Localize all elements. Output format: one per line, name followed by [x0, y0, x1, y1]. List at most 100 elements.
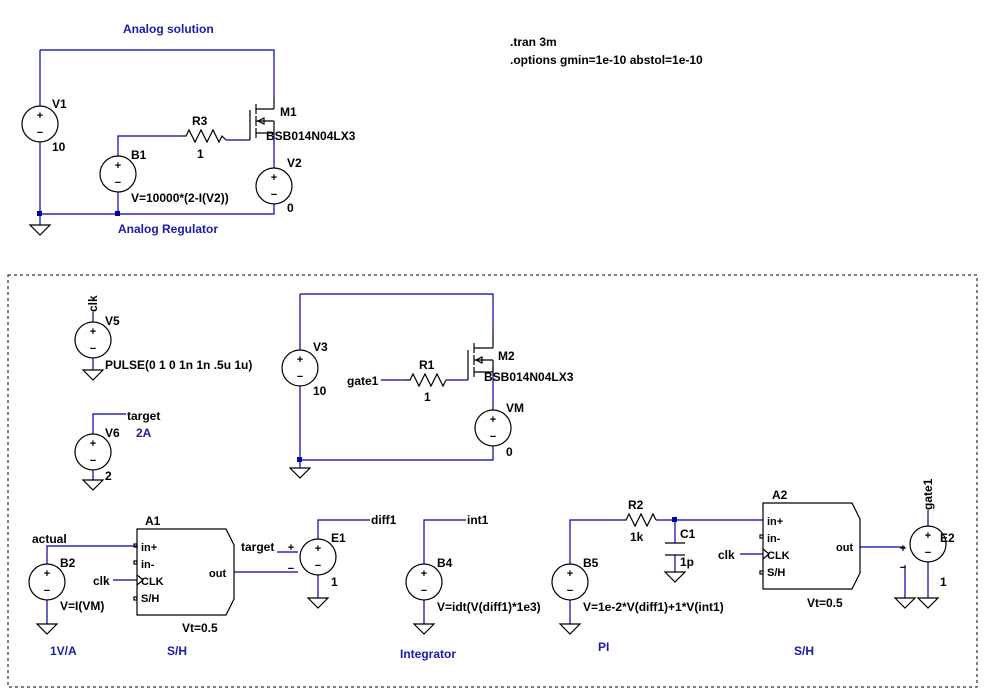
analog-title: Analog solution — [123, 22, 214, 36]
options-directive[interactable]: .options gmin=1e-10 abstol=1e-10 — [510, 53, 703, 67]
r1-value: 1 — [424, 390, 431, 404]
ground-symbol — [916, 597, 940, 609]
b1-behavioral-source[interactable]: + − — [99, 155, 137, 193]
diff1-net-label: diff1 — [371, 513, 397, 527]
v6-voltage-source[interactable]: + − — [74, 433, 112, 471]
v5-value: PULSE(0 1 0 1n 1n .5u 1u) — [105, 358, 252, 372]
e1-input-plus: + — [288, 542, 294, 554]
a2-pin-sh: S/H — [767, 567, 785, 579]
r2-resistor[interactable] — [622, 512, 657, 528]
minus-sign: − — [90, 343, 96, 355]
ground-symbol — [893, 597, 917, 609]
b4-name: B4 — [437, 556, 453, 570]
wire — [423, 519, 466, 564]
v3-name: V3 — [313, 340, 328, 354]
v3-value: 10 — [313, 384, 327, 398]
v5-voltage-source[interactable]: + − — [74, 321, 112, 359]
e1-vcvs[interactable]: + − — [299, 538, 337, 576]
e2-value: 1 — [940, 575, 947, 589]
plus-sign: + — [315, 543, 321, 555]
vm-name: VM — [506, 401, 524, 415]
int1-net-label: int1 — [467, 513, 489, 527]
wire — [317, 519, 370, 539]
minus-sign: − — [567, 585, 573, 597]
plus-sign: + — [90, 326, 96, 338]
b5-name: B5 — [583, 556, 599, 570]
v6-value: 2 — [105, 469, 112, 483]
vm-voltage-source[interactable]: + − — [474, 409, 512, 447]
plus-sign: + — [271, 172, 277, 184]
c1-name: C1 — [680, 527, 696, 541]
ground-symbol — [35, 623, 59, 635]
r2-name: R2 — [628, 498, 644, 512]
b1-expression: V=10000*(2-I(V2)) — [131, 191, 229, 205]
b5-expression: V=1e-2*V(diff1)+1*V(int1) — [583, 600, 724, 614]
m1-mosfet[interactable] — [249, 98, 275, 140]
tran-directive[interactable]: .tran 3m — [510, 35, 557, 49]
a1-vt: Vt=0.5 — [182, 621, 218, 635]
digital-section: + − clk V5 PULSE(0 1 0 1n 1n .5u 1u) + −… — [28, 293, 955, 661]
v5-name: V5 — [105, 314, 120, 328]
b2-expression: V=I(VM) — [60, 599, 104, 613]
wire — [92, 413, 126, 434]
a2-sample-hold[interactable] — [759, 502, 861, 590]
v1-value: 10 — [52, 140, 66, 154]
e2-vcvs[interactable]: + − — [909, 525, 947, 563]
plus-sign: + — [925, 530, 931, 542]
a2-pin-inm: in- — [767, 533, 781, 545]
plus-sign: + — [421, 568, 427, 580]
e2-input-minus: − — [900, 562, 906, 574]
v2-value: 0 — [287, 201, 294, 215]
gate1-out-net-label: gate1 — [921, 478, 935, 510]
ground-symbol — [558, 623, 582, 635]
e2-input-plus: + — [900, 543, 906, 555]
e1-target-net-label: target — [241, 540, 274, 554]
wire — [46, 545, 137, 564]
minus-sign: − — [115, 177, 121, 189]
ground-symbol — [412, 623, 436, 635]
b5-behavioral-source[interactable]: + − — [551, 563, 589, 601]
b2-comment: 1V/A — [50, 644, 77, 658]
b4-behavioral-source[interactable]: + − — [405, 563, 443, 601]
v6-comment: 2A — [136, 426, 152, 440]
b5-comment: PI — [598, 640, 609, 654]
a1-sample-hold[interactable] — [133, 528, 235, 616]
v3-voltage-source[interactable]: + − — [281, 349, 319, 387]
minus-sign: − — [315, 560, 321, 572]
plus-sign: + — [44, 568, 50, 580]
minus-sign: − — [925, 547, 931, 559]
a2-comment: S/H — [794, 644, 814, 658]
c1-capacitor[interactable] — [665, 542, 685, 556]
ground-symbol — [81, 369, 105, 381]
b2-behavioral-source[interactable]: + − — [28, 563, 66, 601]
r1-resistor[interactable] — [406, 372, 447, 388]
wire — [117, 135, 180, 156]
b4-comment: Integrator — [400, 647, 456, 661]
m2-mosfet[interactable] — [467, 330, 494, 380]
v2-voltage-source[interactable]: + − — [255, 167, 293, 205]
a1-pin-sh: S/H — [141, 593, 159, 605]
e1-input-minus: − — [288, 563, 294, 575]
a2-pin-inp: in+ — [767, 516, 783, 528]
minus-sign: − — [490, 431, 496, 443]
r3-resistor[interactable] — [180, 128, 227, 144]
ground-symbol — [306, 597, 330, 609]
a1-clk-net-label: clk — [93, 574, 110, 588]
plus-sign: + — [37, 110, 43, 122]
clk-net-label: clk — [86, 295, 100, 312]
m2-name: M2 — [498, 349, 515, 363]
c1-value: 1p — [680, 555, 694, 569]
a2-name: A2 — [772, 488, 788, 502]
a1-comment: S/H — [167, 644, 187, 658]
junction-dot — [672, 517, 677, 522]
a1-name: A1 — [145, 514, 161, 528]
ground-symbol — [663, 571, 687, 583]
minus-sign: − — [37, 127, 43, 139]
vm-value: 0 — [506, 445, 513, 459]
junction-dot — [297, 457, 302, 462]
r3-name: R3 — [192, 114, 208, 128]
v2-name: V2 — [287, 156, 302, 170]
a2-vt: Vt=0.5 — [807, 596, 843, 610]
v1-voltage-source[interactable]: + − — [21, 105, 59, 143]
wire — [300, 446, 494, 461]
